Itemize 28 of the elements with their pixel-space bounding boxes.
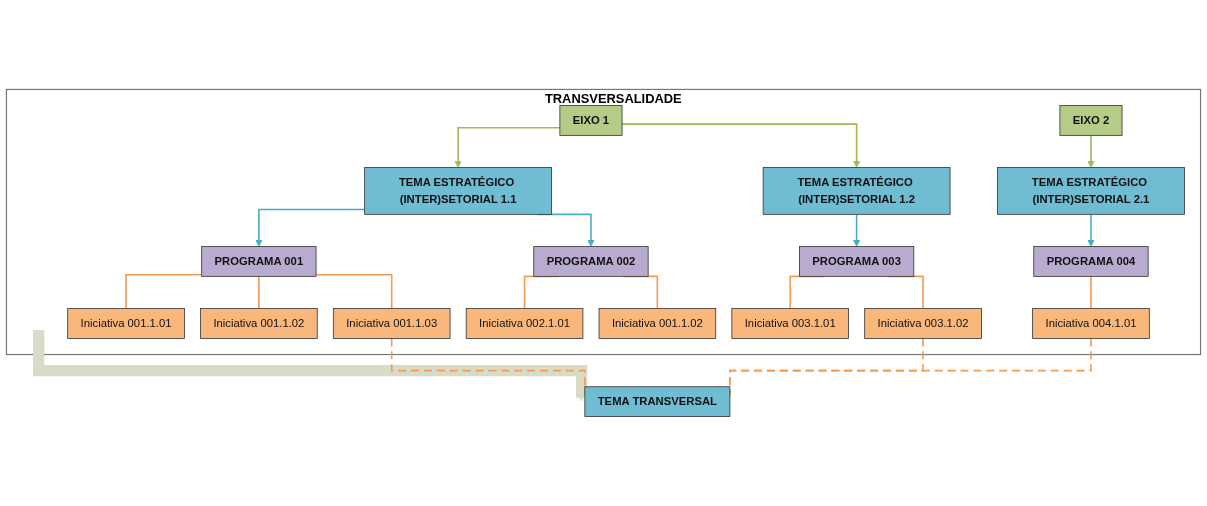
- arrow: [853, 213, 861, 247]
- node-box: PROGRAMA 002: [533, 246, 649, 277]
- node-box: PROGRAMA 004: [1033, 246, 1149, 277]
- node-box: Iniciativa 003.1.01: [731, 308, 849, 339]
- node-box: TEMA ESTRATÉGICO (INTER)SETORIAL 1.2: [762, 167, 951, 215]
- arrow: [1087, 134, 1095, 168]
- node-box: EIXO 2: [1059, 105, 1123, 136]
- node-box: Iniciativa 003.1.02: [864, 308, 982, 339]
- node-box: TEMA ESTRATÉGICO (INTER)SETORIAL 2.1: [997, 167, 1185, 215]
- connector: [315, 274, 393, 310]
- connector: [258, 275, 260, 310]
- node-box: Iniciativa 002.1.01: [465, 308, 584, 339]
- node-box: Iniciativa 001.1.02: [200, 308, 318, 339]
- node-box: Iniciativa 001.1.03: [332, 308, 451, 339]
- connector: [125, 274, 203, 310]
- arrow: [1087, 213, 1095, 247]
- node-box: TEMA TRANSVERSAL: [584, 386, 731, 417]
- node-box: Iniciativa 001.1.02: [598, 308, 717, 339]
- node-box: PROGRAMA 001: [201, 246, 317, 277]
- node-box: Iniciativa 001.1.01: [67, 308, 185, 339]
- node-box: Iniciativa 004.1.01: [1032, 308, 1150, 339]
- arrow: [621, 123, 861, 168]
- node-box: EIXO 1: [559, 105, 623, 136]
- connector: [1090, 275, 1092, 310]
- arrow: [255, 208, 366, 247]
- node-box: TEMA ESTRATÉGICO (INTER)SETORIAL 1.1: [364, 167, 552, 215]
- arrow: [454, 126, 561, 168]
- node-box: PROGRAMA 003: [799, 246, 915, 277]
